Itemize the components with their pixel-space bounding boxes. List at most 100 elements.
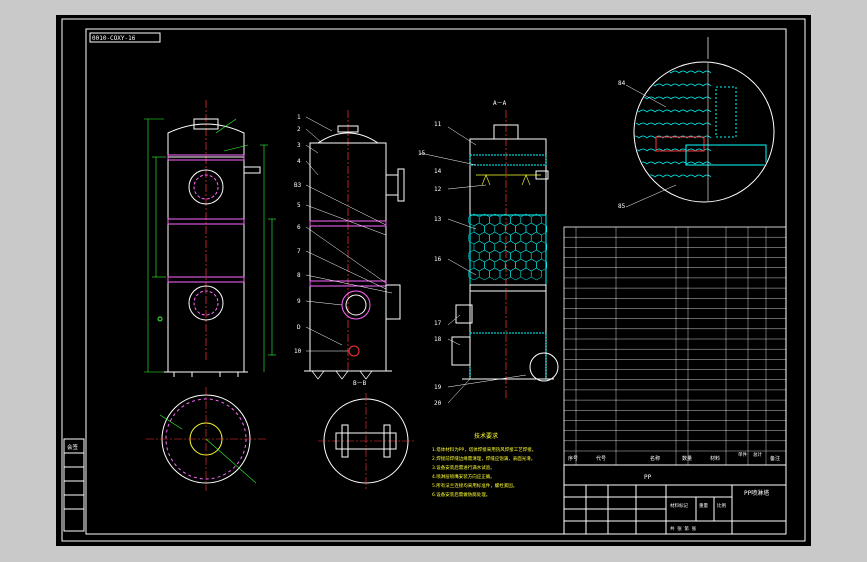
bom-header-cell: 名称: [650, 455, 660, 462]
packing-cell: [473, 240, 485, 254]
packing-cell: [536, 240, 547, 254]
packing-cell: [478, 249, 490, 263]
bom-header-cell: 序号: [568, 455, 578, 462]
title-block: PP PP喷淋塔 材料标记 重量 比例 共 张 第 张: [563, 464, 787, 535]
part-label: 20: [434, 400, 442, 407]
packing-cell: [530, 213, 542, 227]
part-label: 3: [297, 142, 301, 149]
packing-cell: [489, 267, 501, 281]
bom-header-cell: 总计: [753, 451, 762, 458]
packing-cell: [499, 267, 511, 281]
packing-cell: [525, 222, 537, 236]
drawing-number-box: 0010-COXY-16: [89, 32, 161, 43]
packing-cell: [494, 258, 506, 272]
drawing-number: 0010-COXY-16: [92, 35, 136, 42]
note-item: 3.设备安装后需进行满水试验。: [432, 464, 495, 471]
tower-elevation-middle: 1 2 3 4 B3 5 6 7 8 9 D 10: [294, 110, 405, 380]
revision-block: 会签: [63, 438, 85, 532]
packing-cell: [494, 222, 506, 236]
packing-cell: [478, 213, 490, 227]
scale-label: 比例: [717, 502, 726, 509]
packing-cell: [536, 258, 547, 272]
cad-drawing: 0010-COXY-16: [61, 18, 806, 542]
note-item: 4.喷淋层喷嘴安装方向应正确。: [432, 473, 495, 480]
detail-label: 84: [618, 80, 626, 87]
bom-frame: [563, 226, 787, 466]
packing-cell: [489, 213, 501, 227]
hatch-line: [635, 161, 712, 165]
part-label: 6: [297, 224, 301, 231]
drawing-frame: [61, 18, 806, 542]
part-label: 9: [297, 298, 301, 305]
part-label: 8: [297, 272, 301, 279]
plan-view-b-b: B－B: [318, 380, 414, 489]
part-label: 18: [434, 336, 442, 343]
hatch-line: [635, 122, 712, 126]
packing-cell: [499, 249, 511, 263]
packing-cell: [510, 249, 522, 263]
part-label: 7: [297, 248, 301, 255]
part-label: 17: [434, 320, 442, 327]
part-label: 11: [434, 121, 442, 128]
part-label: 15: [418, 150, 426, 157]
part-label: 10: [294, 348, 302, 355]
plan-view-left: [146, 387, 266, 491]
hatch-line: [635, 109, 712, 113]
detail-label: 85: [618, 203, 626, 210]
hatch-line: [635, 135, 712, 139]
part-label: 14: [434, 168, 442, 175]
tower-elevation-left: [144, 100, 276, 377]
hatch-line: [635, 83, 712, 87]
packing-cell: [499, 213, 511, 227]
packing-cell: [530, 267, 542, 281]
revision-label: 会签: [67, 443, 79, 451]
packing-cell: [504, 222, 516, 236]
technical-notes: 技术要求 1.塔体材料为PP，塔体焊接采用热风焊接工艺焊接。 2.焊接前焊缝边缘…: [432, 432, 536, 498]
packing-cell: [504, 258, 516, 272]
note-item: 2.焊接前焊缝边缘需清理，焊缝应饱满，表面光滑。: [432, 455, 535, 462]
part-label: D: [297, 324, 301, 331]
detail-view: 84 85: [618, 37, 775, 210]
section-a-a: A－A 11 12 13 15 16 17: [418, 100, 559, 407]
packing-cell: [510, 267, 522, 281]
bom-header: 序号 代号 名称 数量 材料 单件 总计 备注: [568, 451, 780, 462]
bom-header-cell: 材料: [710, 455, 720, 462]
part-label: 1: [297, 114, 301, 121]
packing-cell: [515, 240, 527, 254]
packing-cell: [484, 222, 496, 236]
packing-cell: [478, 231, 490, 245]
part-label: 16: [434, 256, 442, 263]
part-label: 13: [434, 216, 442, 223]
packing-layer: [468, 213, 547, 281]
hatch-line: [635, 174, 712, 178]
bom-header-cell: 单件: [738, 451, 747, 458]
packing-cell: [520, 231, 532, 245]
packing-cell: [530, 231, 542, 245]
packing-cell: [520, 249, 532, 263]
drawing-sheet: 0010-COXY-16: [56, 15, 811, 546]
part-name: PP: [644, 474, 652, 481]
bom-header-cell: 代号: [596, 455, 606, 462]
packing-cell: [484, 240, 496, 254]
packing-cell: [515, 258, 527, 272]
packing-cell: [489, 231, 501, 245]
part-label: 5: [297, 202, 301, 209]
part-label: 19: [434, 384, 442, 391]
packing-cell: [494, 240, 506, 254]
drawing-title: PP喷淋塔: [744, 489, 769, 497]
packing-cell: [473, 258, 485, 272]
part-label: 4: [297, 158, 301, 165]
packing-cell: [530, 249, 542, 263]
note-item: 5.所有法兰连接均采用标准件，螺栓紧固。: [432, 482, 517, 489]
packing-cell: [504, 240, 516, 254]
packing-cell: [499, 231, 511, 245]
sheet-label: 共 张 第 张: [670, 525, 697, 532]
part-label: 12: [434, 186, 442, 193]
packing-cell: [515, 222, 527, 236]
part-label: 2: [297, 126, 301, 133]
weight-label: 重量: [699, 502, 708, 509]
material-label: 材料标记: [670, 502, 688, 509]
bom-header-cell: 备注: [770, 455, 780, 462]
packing-cell: [510, 231, 522, 245]
packing-cell: [478, 267, 490, 281]
